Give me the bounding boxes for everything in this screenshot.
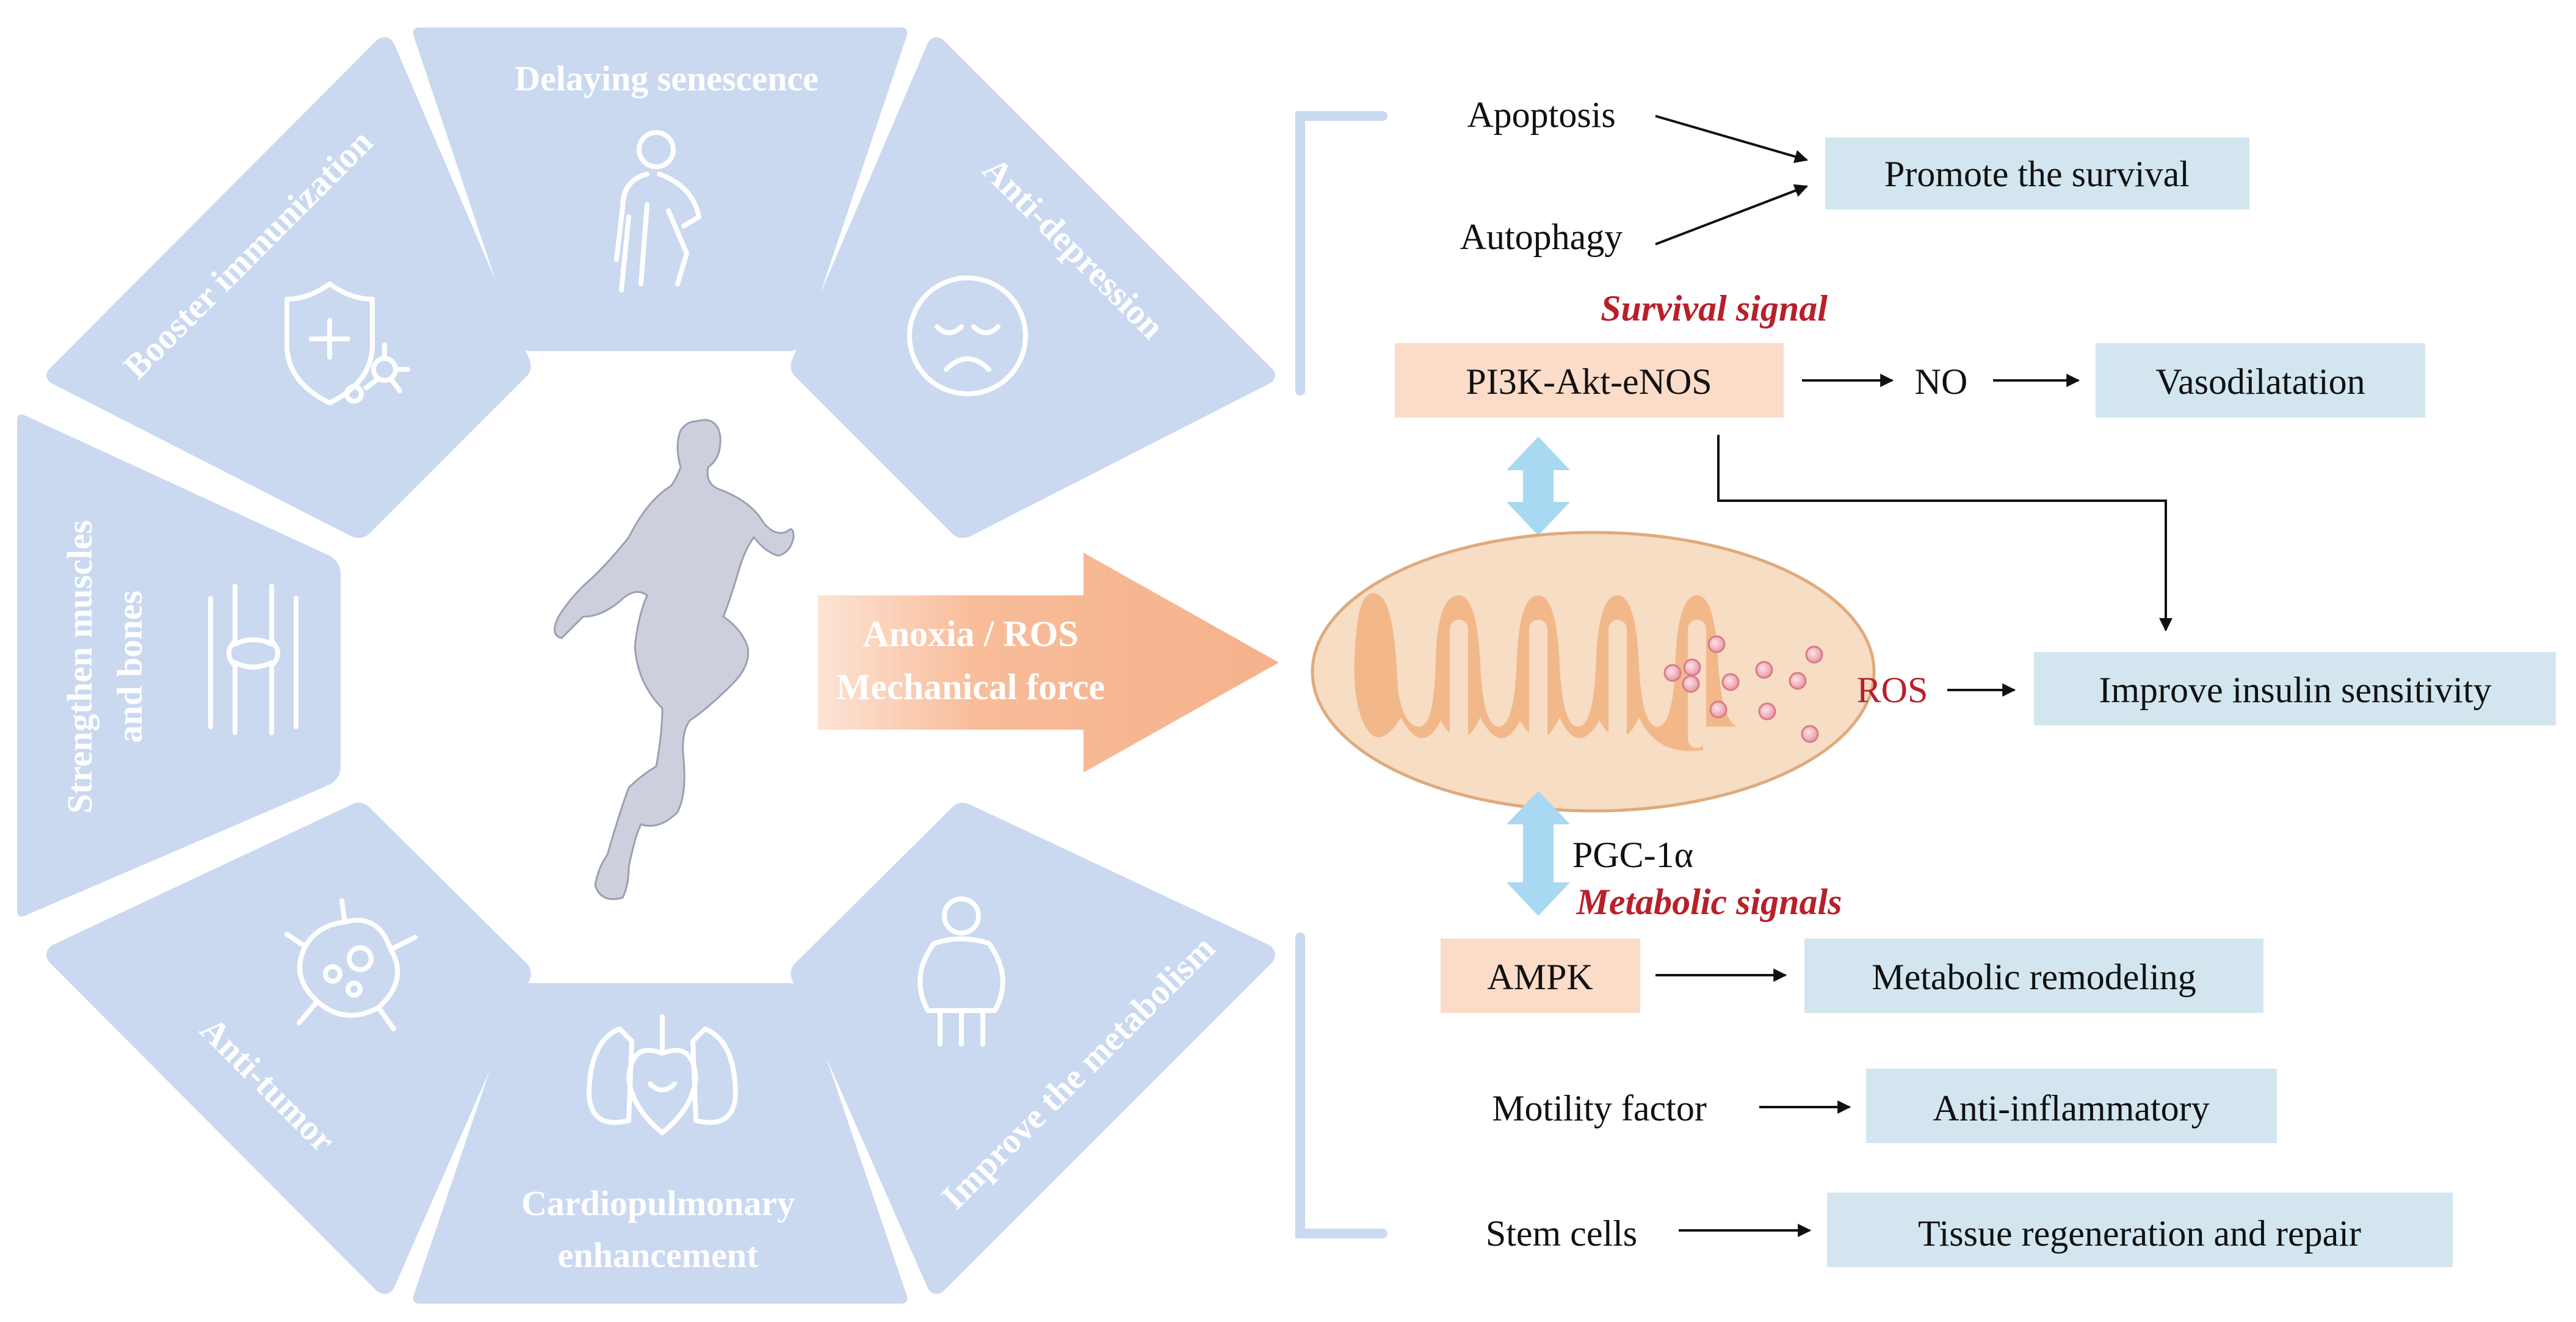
label-autophagy: Autophagy [1460,217,1623,257]
label-motility-factor: Motility factor [1492,1088,1707,1128]
box-tissue-regen [1827,1193,2453,1267]
segment-strengthen [17,414,341,917]
obese-person-icon [917,896,1005,1047]
big-orange-arrow [818,553,1279,772]
elderly-person-icon [614,130,701,292]
label-no: NO [1915,361,1968,402]
box-pi3k [1395,343,1784,418]
arrow-text-line2: Mechanical force [836,667,1105,707]
bracket-bottom [1295,932,1387,1238]
segment-booster-immunization [46,37,531,539]
arrow-text-line1: Anoxia / ROS [863,614,1078,654]
heart-lungs-icon [587,1014,738,1135]
label-survival-signal: Survival signal [1601,288,1828,329]
segment-improve-metabolism [791,802,1275,1294]
label-ampk: AMPK [1487,957,1593,997]
label-anti-inflammatory: Anti-inflammatory [1933,1088,2209,1128]
double-arrow-bottom [1507,791,1570,916]
double-arrow-top [1507,437,1570,536]
label-cardio-line2: enhancement [558,1235,759,1275]
box-insulin [2034,652,2556,725]
tumor-cell-icon [284,898,418,1031]
segment-cardiopulmonary [413,983,908,1304]
label-metabolic-remodeling: Metabolic remodeling [1872,957,2196,997]
label-cardio-line1: Cardiopulmonary [521,1183,795,1223]
running-person-icon [554,419,795,900]
mitochondrion-icon [1311,531,1876,813]
label-promote-survival: Promote the survival [1884,154,2190,194]
box-promote-survival [1825,137,2249,209]
arrow-autophagy [1655,184,1809,245]
bracket-top [1295,111,1387,396]
ros-particles [1663,635,1823,743]
label-stem-cells: Stem cells [1486,1213,1637,1254]
octagon-wheel [17,27,1275,1304]
segment-anti-tumor [46,802,531,1294]
box-ampk [1441,939,1640,1013]
label-vasodilatation: Vasodilatation [2155,361,2365,402]
label-apoptosis: Apoptosis [1467,95,1615,135]
shield-virus-icon [284,281,410,405]
segment-anti-depression [791,37,1275,539]
box-anti-inflammatory [1866,1069,2277,1143]
label-delaying-senescence: Delaying senescence [515,59,819,98]
label-tissue-regen: Tissue regeneration and repair [1918,1213,2361,1254]
label-strengthen-line2: and bones [110,590,150,743]
label-strengthen-line1: Strengthen muscles [60,520,99,814]
segment-delaying-senescence [413,27,908,351]
label-metabolic-signals: Metabolic signals [1576,882,1842,922]
label-ros: ROS [1857,670,1928,710]
sad-face-icon [907,275,1028,396]
arrow-apoptosis [1655,115,1809,164]
label-insulin: Improve insulin sensitivity [2099,670,2491,710]
label-pgc: PGC-1α [1572,835,1693,875]
box-metabolic-remodeling [1804,939,2263,1013]
connector-pi3k-insulin [1717,435,2173,632]
label-pi3k: PI3K-Akt-eNOS [1466,361,1712,402]
joint-bones-icon [208,584,298,735]
box-vasodilatation [2096,343,2425,418]
